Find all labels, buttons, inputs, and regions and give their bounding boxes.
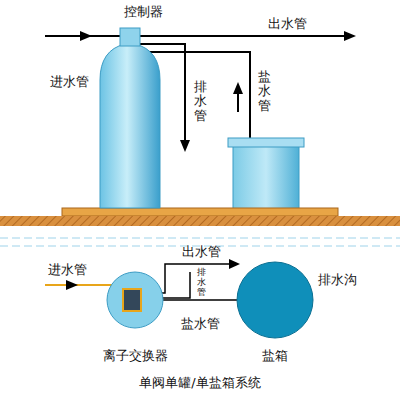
pipe-label: 进水管 — [50, 74, 89, 90]
ground — [0, 216, 400, 226]
exchanger-circle — [107, 272, 163, 328]
valve-head — [123, 289, 141, 311]
caption: 单阀单罐/单盐箱系统 — [0, 374, 400, 392]
pipe-label: 盐水管 — [258, 70, 271, 113]
node-label: 盐箱 — [235, 348, 315, 364]
tank-body — [100, 44, 160, 208]
pipe-label: 出水管 — [268, 16, 307, 32]
ion-exchanger: 离子交换器 — [95, 272, 175, 368]
brine-pipe — [163, 299, 237, 301]
pipes-elevation — [45, 36, 345, 142]
pipe-label: 出水管 — [182, 244, 221, 260]
salt-box-circle — [237, 262, 313, 338]
pipe-label: 排水管 — [194, 80, 207, 123]
salt-box: 盐箱 — [235, 262, 315, 368]
salt-box-elevation — [228, 138, 304, 209]
pipe-label: 排水沟 — [318, 272, 357, 288]
section-line — [0, 238, 400, 239]
platform — [62, 208, 338, 216]
arrowhead — [66, 280, 78, 290]
node-label: 控制器 — [117, 4, 170, 20]
edge-label: 盐水管 — [181, 316, 220, 332]
pipe-label: 进水管 — [48, 262, 87, 278]
controller — [120, 28, 140, 46]
softener-tank-shape — [95, 4, 170, 216]
arrowhead — [229, 259, 240, 269]
pipe-label: 排水管 — [197, 268, 206, 298]
node-label: 离子交换器 — [95, 348, 175, 364]
softener-tank: 控制器 — [95, 4, 170, 216]
